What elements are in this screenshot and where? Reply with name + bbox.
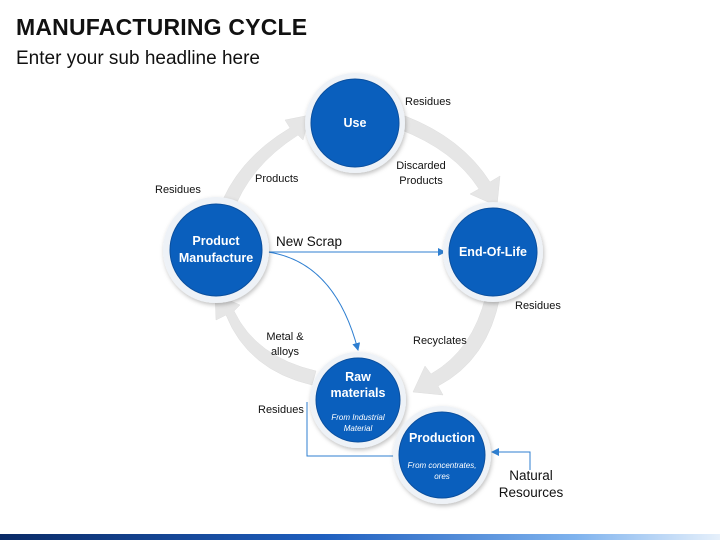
node-product-manufacture-label-2: Manufacture (179, 251, 253, 265)
node-end-of-life: End-Of-Life (443, 202, 543, 302)
node-product-manufacture: Product Manufacture (163, 197, 269, 303)
label-discarded-1: Discarded (396, 160, 446, 172)
node-production-label: Production (409, 431, 475, 445)
pm-to-raw-arrow (267, 251, 361, 351)
node-production: Production From concentrates, ores (393, 406, 491, 504)
label-products: Products (255, 173, 299, 185)
flow-labels: Residues Discarded Products Products Res… (155, 96, 564, 500)
node-raw-materials-sub-2: Material (344, 424, 373, 433)
label-residues-pm: Residues (155, 184, 201, 196)
node-raw-materials-label-1: Raw (345, 370, 371, 384)
residues-return-line (306, 402, 397, 457)
label-residues-raw: Residues (258, 404, 304, 416)
node-end-of-life-label: End-Of-Life (459, 245, 527, 259)
node-use-label: Use (344, 116, 367, 130)
node-use: Use (305, 73, 405, 173)
footer-gradient-bar (0, 534, 720, 540)
natural-resources-arrow (491, 448, 531, 470)
node-raw-materials: Raw materials From Industrial Material (310, 352, 406, 448)
node-raw-materials-label-2: materials (331, 386, 386, 400)
page-subtitle: Enter your sub headline here (16, 48, 260, 69)
label-new-scrap: New Scrap (276, 234, 342, 249)
label-natural-1: Natural (509, 468, 553, 483)
label-recyclates: Recyclates (413, 335, 467, 347)
node-raw-materials-sub-1: From Industrial (331, 413, 385, 422)
label-discarded-2: Products (399, 175, 443, 187)
label-natural-2: Resources (499, 485, 564, 500)
node-production-sub-1: From concentrates, (408, 461, 477, 470)
node-product-manufacture-label-1: Product (192, 234, 240, 248)
label-residues-eol: Residues (515, 300, 561, 312)
label-metal-1: Metal & (266, 331, 304, 343)
connectors (267, 248, 531, 470)
label-residues-use: Residues (405, 96, 451, 108)
cycle-arrow-eol-to-production (412, 294, 501, 396)
node-production-sub-2: ores (434, 472, 450, 481)
page-title: MANUFACTURING CYCLE (16, 14, 308, 40)
cycle-arrow-use-to-eol (398, 115, 501, 207)
label-metal-2: alloys (271, 346, 300, 358)
